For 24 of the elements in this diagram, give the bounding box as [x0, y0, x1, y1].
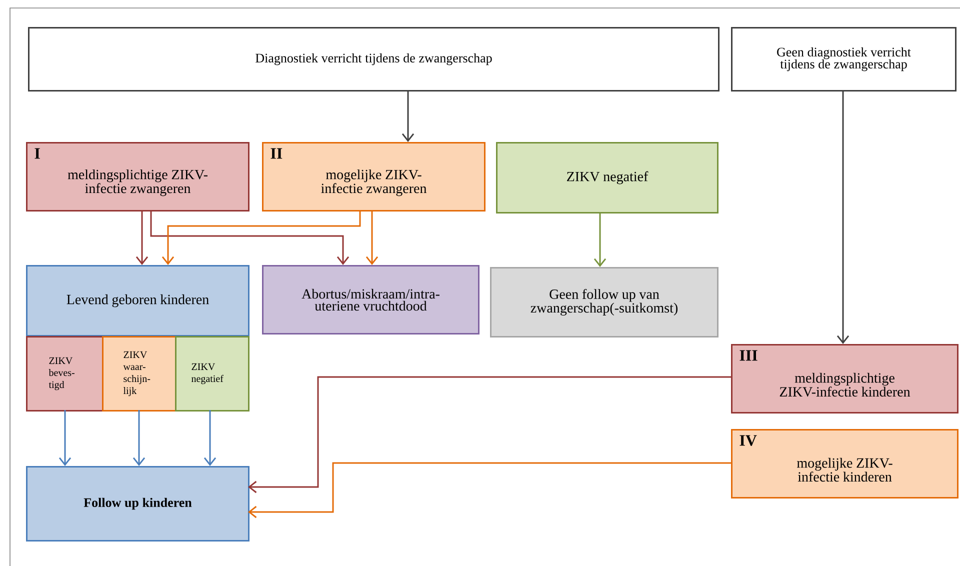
top-box: Geen diagnostiek verricht tijdens de zwangerschap — [731, 27, 956, 92]
arrow — [204, 410, 216, 466]
status-box: ZIKV waar- schijn- lijk — [102, 336, 176, 412]
outcome-box: Levend geboren kinderen — [26, 265, 250, 336]
top-box: Diagnostiek verricht tijdens de zwangerschap — [28, 27, 720, 92]
status-box: ZIKV negatief — [175, 336, 250, 412]
outcome-box: Abortus/miskraam/intra- uteriene vruchtdood — [262, 265, 480, 334]
arrow — [836, 90, 850, 344]
arrow — [402, 90, 414, 142]
category-box: IV mogelijke ZIKV-infectie kinderen — [731, 429, 958, 498]
arrow — [366, 210, 378, 265]
outcome-box: Geen follow up van zwangerschap(-suitkomst) — [490, 267, 718, 338]
category-box: III meldingsplichtige ZIKV-infectie kinderen — [731, 344, 958, 414]
category-box: II mogelijke ZIKV-infectie zwangeren — [262, 142, 486, 212]
category-box: ZIKV negatief — [496, 142, 718, 214]
arrow — [132, 410, 146, 466]
arrow — [248, 376, 731, 494]
status-box: ZIKV beves- tigd — [26, 336, 104, 412]
arrow — [136, 210, 148, 265]
category-box: I meldingsplichtige ZIKV-infectie zwangeren — [26, 142, 250, 212]
arrow — [594, 212, 606, 267]
arrow — [58, 410, 72, 466]
follow-up-box: Follow up kinderen — [26, 466, 250, 542]
arrow — [248, 462, 731, 518]
